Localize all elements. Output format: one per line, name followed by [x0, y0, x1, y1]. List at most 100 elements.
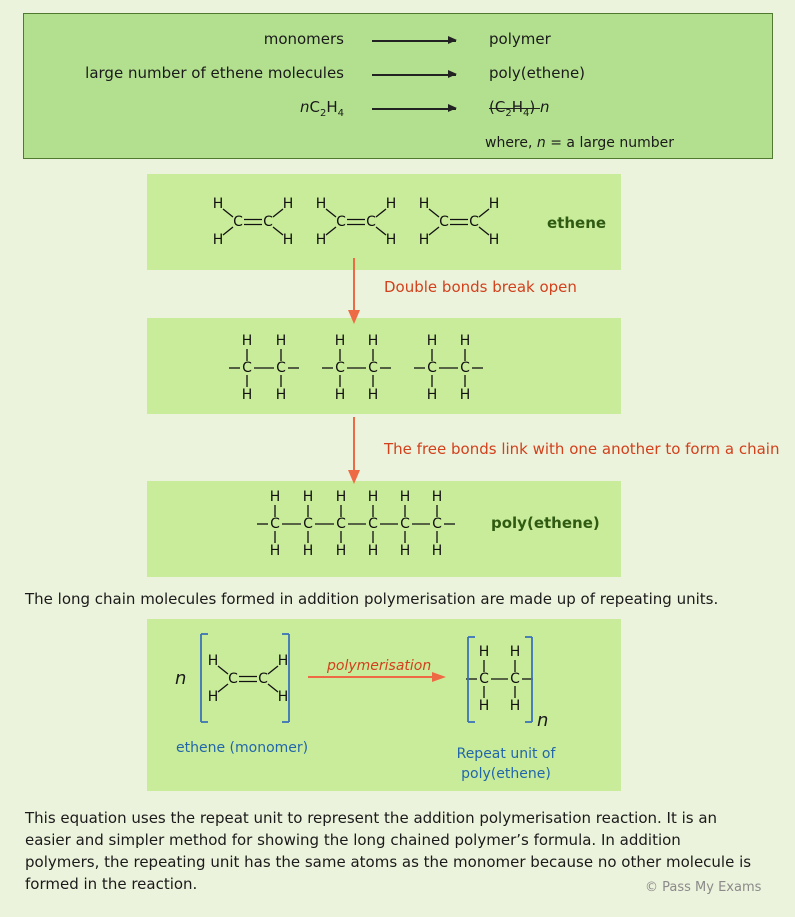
hydrogen-atom: H — [419, 232, 430, 248]
hydrogen-atom: H — [386, 232, 397, 248]
polymerisation-arrow-head — [432, 672, 446, 682]
hydrogen-atom: H — [335, 387, 346, 403]
polyethene-panel — [147, 481, 621, 577]
bottom-line-1: This equation uses the repeat unit to re… — [25, 809, 718, 827]
hydrogen-atom: H — [270, 489, 281, 505]
scheme-row-2: large number of ethene molecules — [24, 64, 344, 84]
hydrogen-atom: H — [316, 196, 327, 212]
carbon-atom: C — [366, 214, 376, 230]
carbon-atom: C — [336, 214, 346, 230]
polyethene-chain-label: poly(ethene) — [491, 514, 600, 532]
hydrogen-atom: H — [303, 489, 314, 505]
formula-right: (C2H4) n — [489, 98, 550, 119]
hydrogen-atom: H — [479, 644, 490, 660]
ethene-molecules-label: large number of ethene molecules — [85, 64, 344, 82]
hydrogen-atom: H — [419, 196, 430, 212]
summary-box: monomers polymer large number of ethene … — [23, 13, 773, 159]
carbon-atom: C — [336, 516, 346, 532]
formula-right-sub-2: 2 — [505, 108, 512, 119]
carbon-atom: C — [460, 360, 470, 376]
where-note: where, n = a large number — [485, 135, 674, 151]
hydrogen-atom: H — [336, 489, 347, 505]
hydrogen-atom: H — [283, 196, 294, 212]
scheme-arrow-2 — [372, 71, 457, 77]
formula-right-n: n — [540, 98, 550, 116]
monomers-label: monomers — [263, 30, 344, 48]
copyright: © Pass My Exams — [645, 880, 762, 895]
hydrogen-atom: H — [460, 333, 471, 349]
carbon-atom: C — [228, 671, 238, 687]
hydrogen-atom: H — [208, 689, 219, 705]
flow-arrow-2-head — [348, 470, 360, 484]
single-bond-line — [272, 208, 284, 218]
hydrogen-atom: H — [400, 489, 411, 505]
ethene-label: ethene — [547, 214, 607, 232]
carbon-atom: C — [368, 360, 378, 376]
single-bond-line — [478, 226, 490, 236]
single-bond-line — [267, 665, 279, 675]
hydrogen-atom: H — [276, 387, 287, 403]
hydrogen-atom: H — [479, 698, 490, 714]
ethene-panel — [147, 174, 621, 270]
bottom-line-2: easier and simpler method for showing th… — [25, 831, 681, 849]
hydrogen-atom: H — [276, 333, 287, 349]
bottom-line-4: formed in the reaction. — [25, 875, 198, 893]
single-bond-line — [375, 208, 387, 218]
where-suffix: = a large number — [545, 135, 675, 151]
hydrogen-atom: H — [278, 689, 289, 705]
hydrogen-atom: H — [432, 489, 443, 505]
hydrogen-atom: H — [460, 387, 471, 403]
single-bond-line — [325, 208, 337, 218]
carbon-atom: C — [432, 516, 442, 532]
repeat-unit-caption: Repeat unit of poly(ethene) — [440, 744, 572, 784]
carbon-atom: C — [427, 360, 437, 376]
hydrogen-atom: H — [283, 232, 294, 248]
polymer-label: polymer — [489, 30, 551, 48]
hydrogen-atom: H — [432, 543, 443, 559]
single-bond-line — [478, 208, 490, 218]
single-bond-line — [272, 226, 284, 236]
scheme-arrow-1 — [372, 37, 457, 43]
carbon-atom: C — [335, 360, 345, 376]
monomer-caption: ethene (monomer) — [176, 740, 309, 756]
formula-left: nC2H4 — [24, 98, 344, 120]
hydrogen-atom: H — [242, 387, 253, 403]
polyethene-label: poly(ethene) — [489, 64, 586, 82]
carbon-atom: C — [479, 671, 489, 687]
formula-n: n — [299, 98, 310, 116]
step-2-label: The free bonds link with one another to … — [384, 440, 780, 458]
single-bond-line — [428, 226, 440, 236]
hydrogen-atom: H — [386, 196, 397, 212]
hydrogen-atom: H — [489, 232, 500, 248]
repeat-unit-n: n — [537, 710, 549, 731]
single-bond-line — [222, 208, 234, 218]
hydrogen-atom: H — [368, 387, 379, 403]
hydrogen-atom: H — [368, 489, 379, 505]
carbon-atom: C — [469, 214, 479, 230]
where-prefix: where, — [485, 135, 537, 151]
formula-sub-4: 4 — [337, 108, 344, 119]
single-bond-line — [222, 226, 234, 236]
formula-c: C — [309, 98, 320, 116]
repeat-caption-line-2: poly(ethene) — [461, 766, 551, 782]
hydrogen-atom: H — [510, 644, 521, 660]
formula-right-h: H — [511, 98, 523, 116]
hydrogen-atom: H — [303, 543, 314, 559]
carbon-atom: C — [258, 671, 268, 687]
hydrogen-atom: H — [510, 698, 521, 714]
hydrogen-atom: H — [278, 653, 289, 669]
hydrogen-atom: H — [427, 387, 438, 403]
scheme-arrow-3 — [372, 105, 457, 111]
hydrogen-atom: H — [400, 543, 411, 559]
equation-n: n — [175, 668, 187, 689]
carbon-atom: C — [368, 516, 378, 532]
broken-bonds-panel — [147, 318, 621, 414]
carbon-atom: C — [400, 516, 410, 532]
hydrogen-atom: H — [335, 333, 346, 349]
where-n: n — [536, 135, 546, 151]
equation-panel — [147, 619, 621, 791]
bottom-paragraph: This equation uses the repeat unit to re… — [25, 807, 785, 895]
step-1-label: Double bonds break open — [384, 278, 577, 296]
formula-right-sub-4: 4 — [523, 108, 530, 119]
